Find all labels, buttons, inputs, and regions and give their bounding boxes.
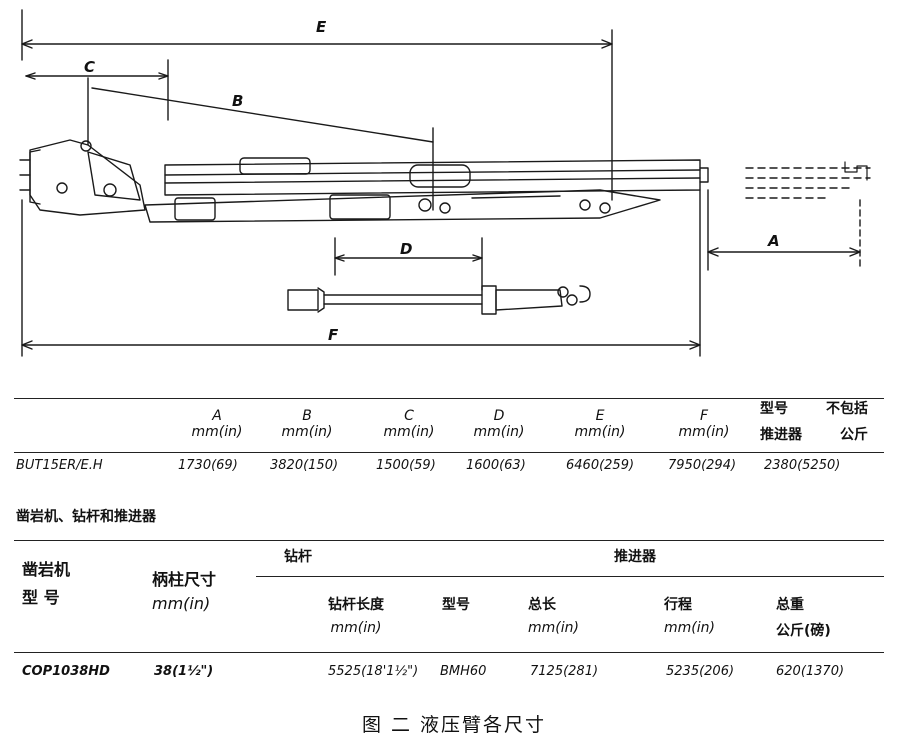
t1-header-weight: 不包括公斤 — [826, 401, 868, 443]
dimension-b-line — [91, 87, 434, 211]
dim-label-f: F — [328, 326, 339, 344]
table2-sub-rule — [256, 576, 884, 577]
t2-header-weight: 总重 公斤(磅) — [776, 597, 831, 639]
t1-row-model: BUT15ER/E.H — [16, 458, 103, 473]
t2-header-shank: 柄柱尺寸 mm(in) — [152, 570, 217, 613]
figure-caption: 图 二 液压臂各尺寸 — [361, 714, 547, 736]
boom-dimension-drawing — [19, 9, 871, 357]
t2-cell-rod-length: 5525(18'1½") — [328, 664, 419, 679]
t2-cell-shank: 38(1½") — [154, 664, 214, 679]
dimension-c-line — [25, 59, 169, 146]
drill-rod-extension — [745, 167, 871, 199]
t2-header-feed: 推进器 — [614, 549, 656, 565]
t1-cell-d: 1600(63) — [466, 458, 526, 473]
t2-cell-total-length: 7125(281) — [530, 664, 599, 679]
t1-cell-f: 7950(294) — [668, 458, 737, 473]
t2-header-rod: 钻杆 — [284, 549, 312, 565]
t1-cell-weight: 2380(5250) — [764, 458, 841, 473]
dim-label-b: B — [232, 92, 244, 110]
t2-cell-type: BMH60 — [440, 664, 487, 679]
t2-header-stroke: 行程 mm(in) — [664, 597, 715, 636]
dimension-f-line — [21, 189, 701, 357]
t1-cell-b: 3820(150) — [270, 458, 339, 473]
t2-cell-weight: 620(1370) — [776, 664, 845, 679]
t2-header-rod-length: 钻杆长度 mm(in) — [328, 597, 384, 636]
dimension-a-line — [707, 189, 861, 271]
t2-header-drill-model: 凿岩机型 号 — [22, 560, 71, 607]
t2-cell-stroke: 5235(206) — [666, 664, 735, 679]
dim-label-a: A — [768, 232, 780, 250]
t2-header-total-length: 总长 mm(in) — [528, 597, 579, 636]
section-title: 凿岩机、钻杆和推进器 — [16, 509, 156, 525]
t2-cell-model: COP1038HD — [22, 664, 110, 679]
table2-top-rule — [14, 540, 884, 541]
table1-top-rule — [14, 398, 884, 399]
dim-label-e: E — [316, 18, 327, 36]
dimension-d-line — [334, 237, 483, 291]
boom-body — [19, 139, 709, 223]
t1-cell-e: 6460(259) — [566, 458, 635, 473]
dim-label-d: D — [400, 240, 413, 258]
table2-mid-rule — [14, 652, 884, 653]
t1-cell-a: 1730(69) — [178, 458, 238, 473]
t2-header-type: 型号 — [442, 597, 470, 613]
table1-mid-rule — [14, 452, 884, 453]
t1-cell-c: 1500(59) — [376, 458, 436, 473]
dim-label-c: C — [84, 58, 96, 76]
t1-header-model: 型号推进器 — [760, 401, 802, 443]
drill-rod-assembly — [287, 285, 591, 315]
dimension-e-line — [21, 9, 613, 201]
